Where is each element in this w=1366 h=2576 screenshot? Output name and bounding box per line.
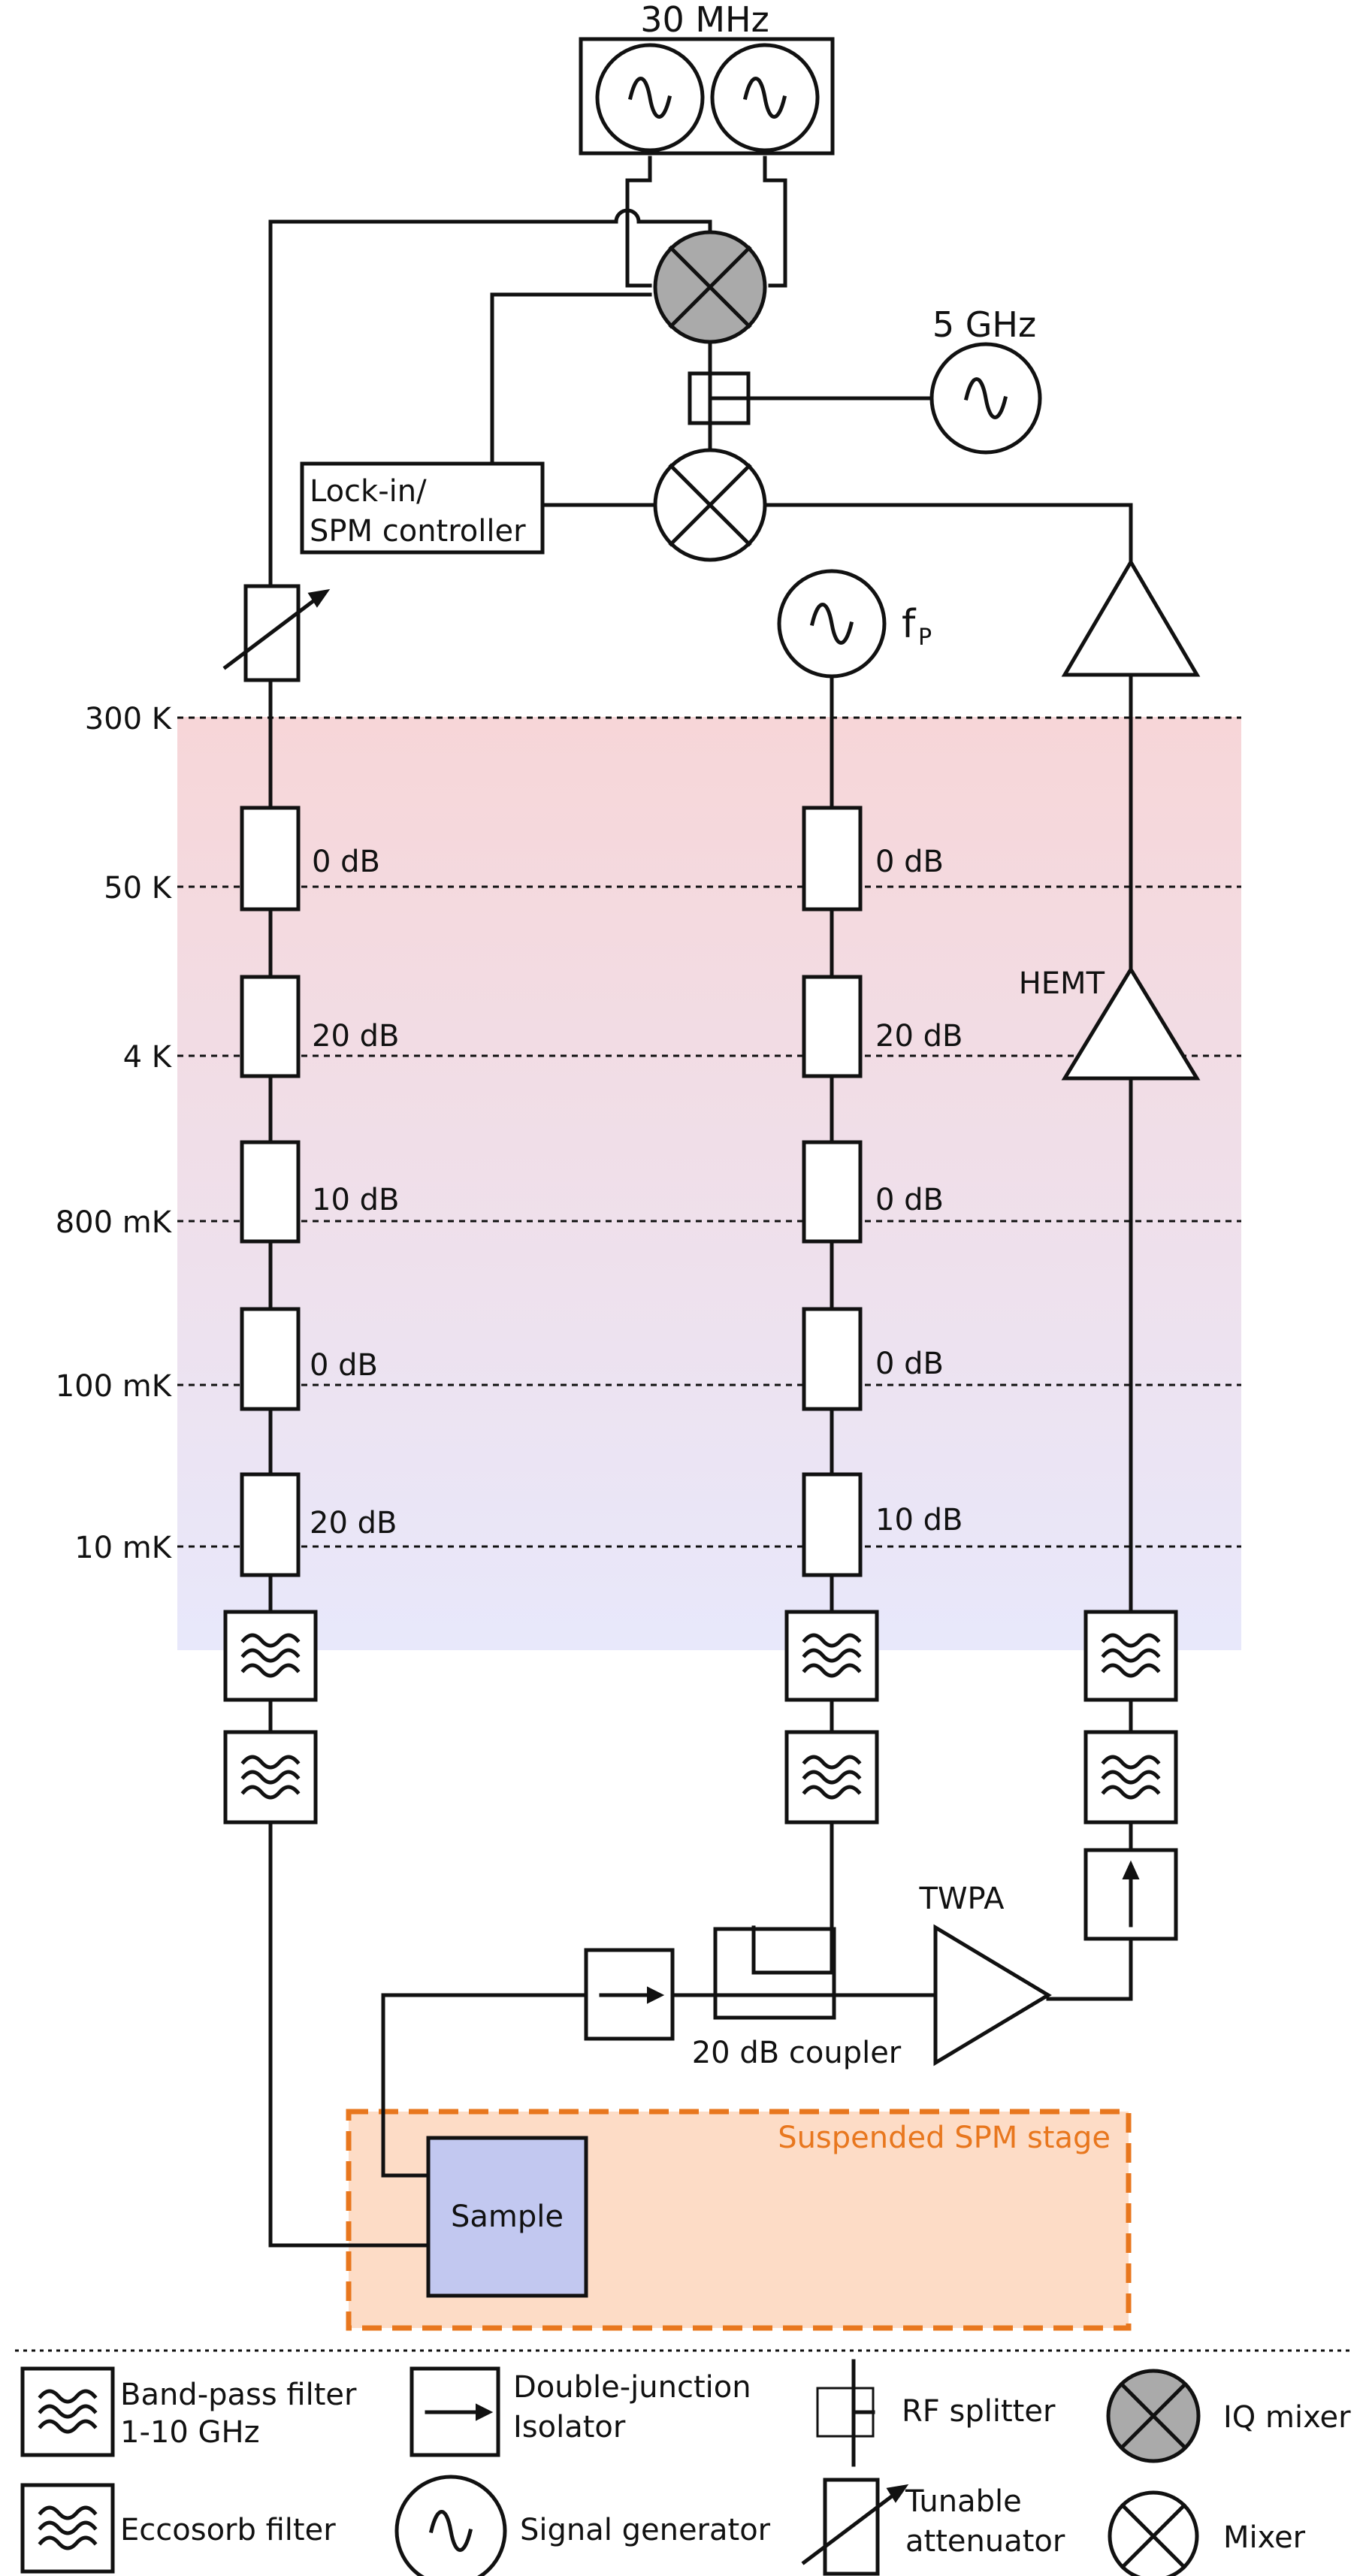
legend-splitter-icon — [816, 2359, 875, 2467]
legend-iq-mixer-label: IQ mixer — [1223, 2400, 1351, 2435]
bandpass-filters — [223, 1610, 1178, 1702]
legend-iq-mixer-icon — [1106, 2369, 1201, 2463]
legend: Band-pass filter 1-10 GHz Double-junctio… — [20, 2359, 1351, 2576]
temp-label-50k: 50 K — [104, 871, 173, 906]
sample: Sample — [426, 2136, 588, 2298]
mid-atten-label-2: 20 dB — [875, 1019, 963, 1054]
legend-bandpass-line1: Band-pass filter — [120, 2378, 357, 2412]
hemt-label: HEMT — [1019, 966, 1105, 1001]
legend-mixer-icon — [1108, 2490, 1199, 2576]
generator-group-label: 30 MHz — [640, 0, 769, 40]
left-atten-label-5: 20 dB — [310, 1506, 397, 1540]
lo-generator-label: 5 GHz — [932, 304, 1036, 345]
pump-subscript: P — [918, 624, 932, 651]
left-atten-label-1: 0 dB — [312, 845, 380, 879]
left-atten-label-4: 0 dB — [310, 1348, 378, 1383]
temperature-lines — [177, 716, 1241, 1548]
mid-attenuators — [802, 806, 863, 1577]
pump-generator — [777, 569, 887, 679]
signal-generator-5ghz — [929, 342, 1042, 455]
legend-mixer-label: Mixer — [1223, 2520, 1306, 2555]
left-atten-label-3: 10 dB — [312, 1183, 399, 1217]
legend-isolator-line2: Isolator — [513, 2410, 626, 2444]
signal-generator-30mhz-1 — [595, 43, 705, 153]
legend-attenuator-line1: Tunable — [905, 2484, 1022, 2519]
iq-mixer — [653, 230, 767, 344]
legend-eccosorb-icon — [20, 2483, 115, 2574]
mid-atten-label-1: 0 dB — [875, 845, 944, 879]
signal-generator-30mhz-2 — [710, 43, 820, 153]
input-isolator — [584, 1948, 675, 2041]
left-atten-label-2: 20 dB — [312, 1019, 399, 1054]
output-isolator — [1083, 1848, 1178, 1941]
tunable-attenuator — [222, 584, 331, 682]
legend-generator-label: Signal generator — [520, 2513, 771, 2547]
temp-label-4k: 4 K — [123, 1040, 173, 1075]
mid-atten-label-3: 0 dB — [875, 1183, 944, 1217]
directional-coupler — [713, 1925, 836, 2020]
legend-isolator-icon — [409, 2366, 500, 2457]
legend-attenuator-icon — [801, 2478, 909, 2576]
room-temp-amplifier — [1061, 558, 1201, 677]
legend-generator-icon — [394, 2475, 507, 2576]
hemt-amplifier — [1061, 966, 1201, 1081]
legend-splitter-label: RF splitter — [902, 2394, 1056, 2429]
twpa-label: TWPA — [919, 1882, 1005, 1916]
sample-label: Sample — [451, 2200, 564, 2234]
eccosorb-filters — [223, 1730, 1178, 1825]
rf-splitter — [688, 371, 751, 425]
legend-attenuator-line2: attenuator — [905, 2524, 1065, 2559]
legend-bandpass-line2: 1-10 GHz — [120, 2415, 260, 2450]
lockin-controller: Lock-in/ SPM controller — [300, 461, 545, 555]
cryostat-region — [177, 717, 1241, 1650]
temp-label-100mk: 100 mK — [56, 1369, 173, 1404]
mixer — [653, 448, 767, 562]
lockin-label-line1: Lock-in/ — [310, 474, 427, 509]
temp-label-300k: 300 K — [85, 702, 173, 736]
temperature-labels: 300 K 50 K 4 K 800 mK 100 mK 10 mK — [56, 702, 173, 1565]
mid-atten-labels: 0 dB 20 dB 0 dB 0 dB 10 dB — [875, 845, 963, 1537]
pump-label: f — [902, 602, 917, 647]
stage-label: Suspended SPM stage — [778, 2121, 1111, 2155]
legend-eccosorb-label: Eccosorb filter — [120, 2513, 336, 2547]
temp-label-10mk: 10 mK — [74, 1531, 173, 1565]
mid-atten-label-4: 0 dB — [875, 1347, 944, 1381]
left-attenuators — [240, 806, 301, 1577]
coupler-label: 20 dB coupler — [692, 2036, 902, 2070]
legend-bandpass-icon — [20, 2366, 115, 2457]
left-atten-labels: 0 dB 20 dB 10 dB 0 dB 20 dB — [310, 845, 399, 1540]
legend-isolator-line1: Double-junction — [513, 2370, 751, 2405]
twpa-amplifier — [933, 1924, 1052, 2067]
lockin-label-line2: SPM controller — [310, 514, 526, 549]
temp-label-800mk: 800 mK — [56, 1205, 173, 1240]
mid-atten-label-5: 10 dB — [875, 1503, 963, 1537]
wires — [268, 156, 1133, 2248]
